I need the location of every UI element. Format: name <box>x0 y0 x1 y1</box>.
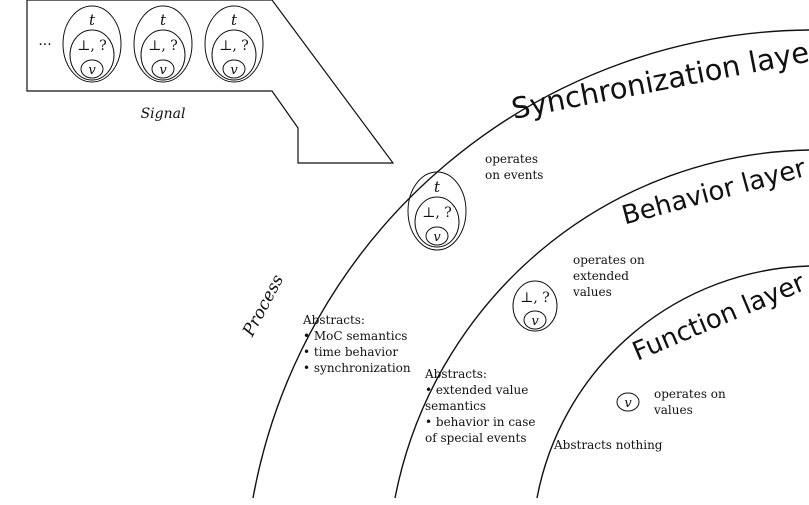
behavior-layer-title: Behavior layer <box>619 153 809 231</box>
signal-event-3: t ⊥, ? v <box>204 5 264 83</box>
event-value-label: v <box>230 63 238 78</box>
event-value-label: v <box>433 230 441 245</box>
process-label: Process <box>239 271 289 341</box>
synchronization-layer-title: Synchronization layer <box>509 33 809 126</box>
text-line: • behavior in case <box>425 415 535 429</box>
signal-event-2: t ⊥, ? v <box>133 5 193 83</box>
event-value-label: v <box>624 396 632 411</box>
event-extended-label: ⊥, ? <box>422 205 452 221</box>
function-layer-event: v <box>616 392 640 412</box>
synchronization-abstracts-text: Abstracts: • MoC semantics • time behavi… <box>302 313 411 375</box>
behavior-abstracts-text: Abstracts: • extended value semantics • … <box>424 367 535 445</box>
text-line: • extended value <box>425 383 528 397</box>
function-abstracts-text: Abstracts nothing <box>553 438 663 452</box>
text-line: • MoC semantics <box>303 329 407 343</box>
event-value-label: v <box>531 314 539 329</box>
signal-arrow <box>26 0 395 164</box>
signal-label: Signal <box>141 106 186 122</box>
text-line: • time behavior <box>303 345 398 359</box>
synchronization-layer-event: t ⊥, ? v <box>407 171 467 251</box>
behavior-layer-event: ⊥, ? v <box>512 280 558 332</box>
event-extended-label: ⊥, ? <box>77 38 107 54</box>
event-time-label: t <box>89 11 96 29</box>
event-time-label: t <box>434 178 441 196</box>
behavior-operates-text: operates on extended values <box>572 253 645 299</box>
text-line: Abstracts nothing <box>553 438 663 452</box>
text-line: operates on <box>654 387 726 401</box>
text-line: extended <box>573 269 629 283</box>
text-line: operates <box>485 152 538 166</box>
text-line: values <box>653 403 693 417</box>
event-time-label: t <box>160 11 167 29</box>
synchronization-operates-text: operates on events <box>485 152 543 182</box>
text-line: Abstracts: <box>424 367 487 381</box>
behavior-layer-arc <box>394 149 809 499</box>
event-value-label: v <box>159 63 167 78</box>
signal-event-1: t ⊥, ? v <box>62 5 122 83</box>
text-line: operates on <box>573 253 645 267</box>
function-operates-text: operates on values <box>653 387 726 417</box>
event-extended-label: ⊥, ? <box>520 290 550 306</box>
event-extended-label: ⊥, ? <box>219 38 249 54</box>
text-line: Abstracts: <box>302 313 365 327</box>
event-extended-label: ⊥, ? <box>148 38 178 54</box>
text-line: semantics <box>425 399 486 413</box>
synchronization-layer-arc <box>252 29 809 499</box>
signal-continuation-dots: ··· <box>38 37 51 53</box>
event-time-label: t <box>231 11 238 29</box>
text-line: values <box>572 285 612 299</box>
text-line: on events <box>485 168 543 182</box>
text-line: of special events <box>425 431 526 445</box>
function-layer-arc <box>536 265 809 499</box>
text-line: • synchronization <box>303 361 411 375</box>
event-value-label: v <box>88 63 96 78</box>
